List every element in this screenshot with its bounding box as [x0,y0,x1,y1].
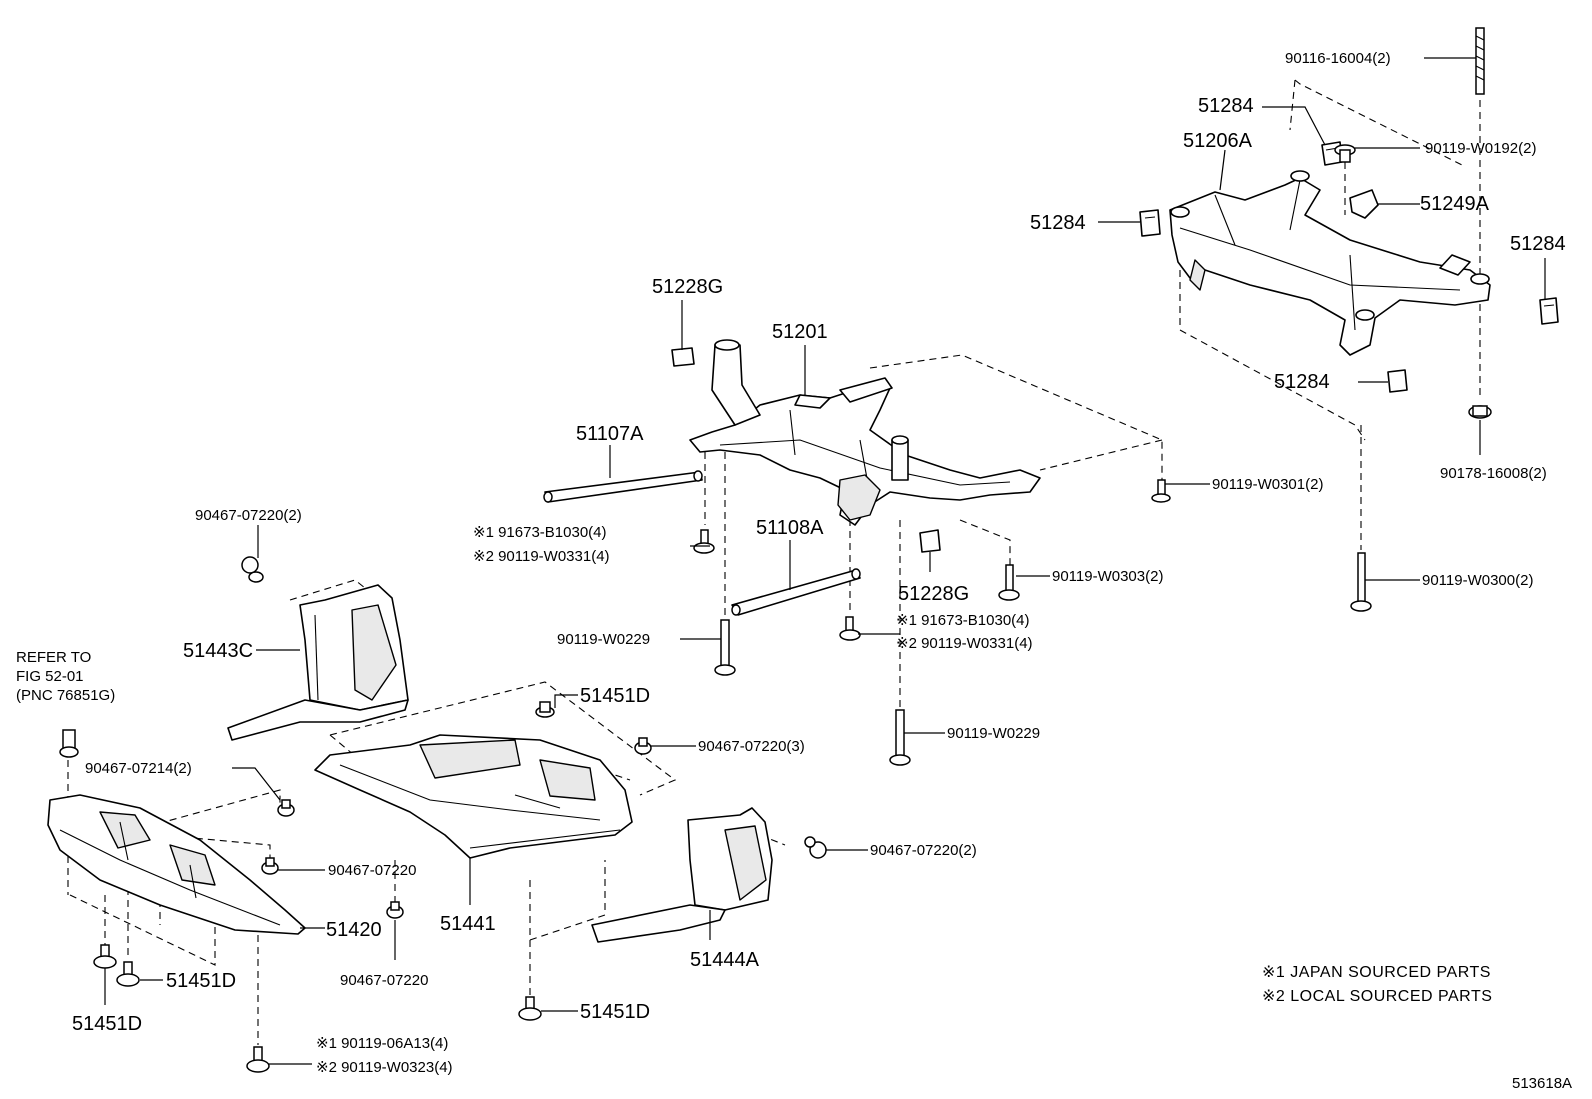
label-90467-07220-a: 90467-07220 [328,862,416,879]
bolt-90119-W0301 [1151,479,1171,503]
label-51228G-top: 51228G [652,276,723,298]
label-90119-W0331-b: ※2 90119-W0331(4) [896,635,1033,652]
stopper-51249A [1349,189,1379,219]
refer-line-1: REFER TO [16,649,91,666]
label-90178-16008: 90178-16008(2) [1440,465,1547,482]
bracket-51284-right [1539,297,1559,325]
label-51284-left: 51284 [1030,212,1086,234]
clip-refer-76851G [59,729,79,758]
brace-51108A [731,569,861,616]
label-90119-W0331-a: ※2 90119-W0331(4) [473,548,610,565]
clip-51451D-a [535,701,555,718]
bolt-90119-06A13 [246,1046,270,1073]
bracket-51228G-mid [919,529,941,553]
part-labels: 90116-16004(2) 51284 51206A 90119-W0192(… [16,50,1572,1092]
label-90467-07214: 90467-07214(2) [85,760,192,777]
bolt-91673-B1030-a [693,529,715,554]
label-51451D-a: 51451D [580,685,650,707]
rear-subframe-assembly [1139,27,1559,612]
note-japan-sourced: ※1 JAPAN SOURCED PARTS [1262,964,1491,981]
refer-line-2: FIG 52-01 [16,668,84,685]
label-51444A: 51444A [690,949,760,971]
label-51443C: 51443C [183,640,253,662]
bolt-51451D-d [518,996,542,1021]
clip-90467-07214 [277,799,295,817]
front-subframe-assembly [543,339,1171,766]
brace-51107A [544,471,703,503]
clip-90467-07220-a [241,556,264,583]
label-91673-B1030-a: ※1 91673-B1030(4) [473,524,607,541]
label-51284-right: 51284 [1510,233,1566,255]
label-90467-07220-2b: 90467-07220(2) [870,842,977,859]
clip-90467-07220-c [804,836,827,859]
refer-line-3: (PNC 76851G) [16,687,115,704]
label-51108A: 51108A [756,517,824,539]
label-51441: 51441 [440,913,496,935]
label-51284-bottom: 51284 [1274,371,1330,393]
stud-90116-16004 [1475,27,1485,95]
label-90119-W0229-a: 90119-W0229 [557,631,650,648]
bolt-90119-W0229-b [889,709,911,766]
bolt-51451D-c [116,961,140,987]
bolt-51451D-b [93,944,117,969]
side-cover-51443C-flange [227,699,409,741]
side-cover-51444A-flange [591,904,726,943]
nut-90178-16008 [1468,405,1492,419]
bolt-90119-W0300 [1350,552,1372,612]
label-51451D-d: 51451D [580,1001,650,1023]
label-90467-07220-2a: 90467-07220(2) [195,507,302,524]
label-51206A: 51206A [1183,130,1253,152]
bracket-51228G-top [671,347,695,367]
label-90119-06A13: ※1 90119-06A13(4) [316,1035,448,1052]
label-90119-W0229-b: 90119-W0229 [947,725,1040,742]
note-local-sourced: ※2 LOCAL SOURCED PARTS [1262,988,1492,1005]
label-90116-16004: 90116-16004(2) [1285,50,1391,67]
clip-90467-07220-e [386,901,404,919]
label-91673-B1030-b: ※1 91673-B1030(4) [896,612,1030,629]
label-90119-W0300: 90119-W0300(2) [1422,572,1533,589]
label-51451D-b: 51451D [166,970,236,992]
label-90119-W0192: 90119-W0192(2) [1425,140,1536,157]
label-90119-W0303: 90119-W0303(2) [1052,568,1163,585]
under-cover-assembly [47,556,827,1073]
label-90467-07220-b: 90467-07220 [340,972,428,989]
label-51228G-mid: 51228G [898,583,969,605]
figure-id: 513618A [1512,1075,1572,1092]
bolt-90119-W0229-a [714,619,736,676]
bracket-51284-bottom [1387,369,1408,393]
label-51451D-c: 51451D [72,1013,142,1035]
bolt-90119-W0303 [998,564,1020,601]
label-90119-W0323: ※2 90119-W0323(4) [316,1059,453,1076]
label-51249A: 51249A [1420,193,1490,215]
bolt-91673-B1030-b [839,616,861,641]
label-90467-07220-3: 90467-07220(3) [698,738,805,755]
leader-lines [104,57,1546,1065]
bracket-51284-left [1139,209,1161,237]
label-90119-W0301: 90119-W0301(2) [1212,476,1323,493]
bolt-90119-W0192 [1334,144,1356,163]
label-51107A: 51107A [576,423,644,445]
label-51284-top: 51284 [1198,95,1254,117]
clip-90467-07220-d [261,857,279,875]
label-51420: 51420 [326,919,382,941]
clip-90467-07220-b [634,737,652,755]
label-51201: 51201 [772,321,828,343]
